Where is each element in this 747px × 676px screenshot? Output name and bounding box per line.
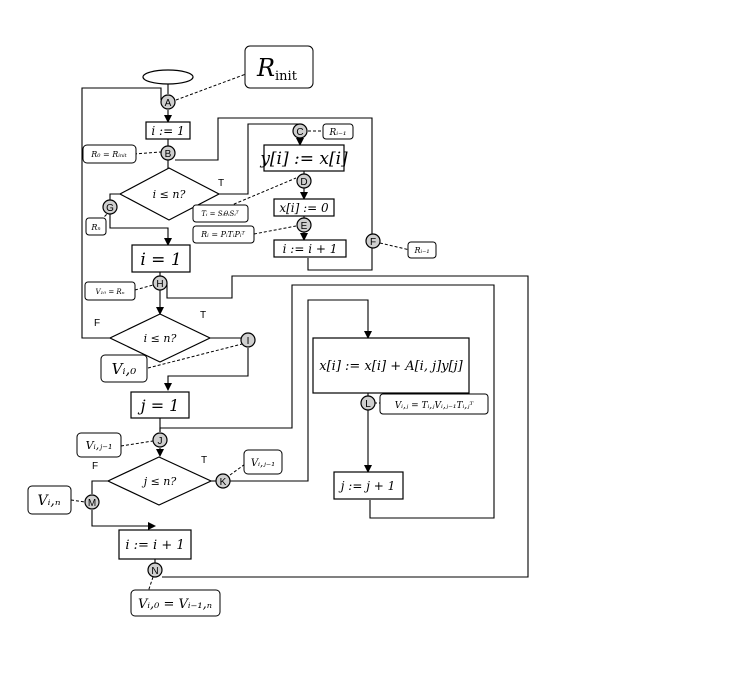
node-M: M bbox=[84, 494, 100, 510]
annot-rn-label: Rₙ bbox=[90, 223, 100, 232]
annot-r0-label: R₀ = Rᵢₙᵢₜ bbox=[90, 150, 127, 159]
box-j-assign: j = 1 bbox=[130, 391, 190, 419]
box-x-update: x[i] := x[i] + A[i, j]y[j] bbox=[312, 337, 470, 394]
x-update-label: x[i] := x[i] + A[i, j]y[j] bbox=[319, 359, 463, 374]
node-G: G bbox=[102, 199, 118, 215]
annotation-links bbox=[70, 73, 411, 593]
node-I: I bbox=[240, 332, 256, 348]
node-C: C bbox=[292, 123, 308, 139]
annot-ri1-c-label: Rᵢ₋₁ bbox=[329, 128, 347, 138]
j-assign-label: j = 1 bbox=[138, 396, 180, 415]
decision-i-le-n-1: i ≤ n? bbox=[118, 167, 221, 221]
box-i-assign-2: i = 1 bbox=[131, 244, 191, 273]
node-J: J bbox=[152, 432, 168, 448]
svg-text:K: K bbox=[220, 477, 227, 488]
annot-vi0-eq: Vᵢ,₀ = Vᵢ₋₁,ₙ bbox=[130, 589, 221, 617]
cond-i2-label: i ≤ n? bbox=[144, 332, 177, 345]
i-inc-1-label: i := i + 1 bbox=[283, 242, 338, 256]
annot-vin-label: Vᵢ,ₙ bbox=[37, 493, 60, 509]
cond-i1-label: i ≤ n? bbox=[153, 188, 186, 201]
i-inc-2-label: i := i + 1 bbox=[125, 538, 184, 553]
i-assign-1-label: i := 1 bbox=[151, 124, 184, 138]
decision-j-le-n: j ≤ n? bbox=[106, 456, 213, 506]
svg-text:J: J bbox=[158, 436, 163, 447]
svg-text:E: E bbox=[301, 221, 308, 232]
x-zero-label: x[i] := 0 bbox=[279, 201, 329, 215]
annot-vij: Vᵢ,ⱼ = Tᵢ,ⱼVᵢ,ⱼ₋₁Tᵢ,ⱼᵀ bbox=[379, 393, 489, 415]
annot-vij1-j: Vᵢ,ⱼ₋₁ bbox=[76, 432, 122, 458]
decision-i-le-n-2: i ≤ n? bbox=[108, 313, 212, 363]
node-H: H bbox=[152, 275, 168, 291]
node-D: D bbox=[296, 173, 312, 189]
annot-r0: R₀ = Rᵢₙᵢₜ bbox=[82, 144, 137, 164]
y-assign-label: y[i] := x[i] bbox=[259, 149, 348, 169]
false-label-2: F bbox=[92, 461, 98, 472]
true-label-3: T bbox=[201, 455, 207, 466]
annot-vi0-eq-label: Vᵢ,₀ = Vᵢ₋₁,ₙ bbox=[138, 597, 212, 612]
annot-vij1-k-label: Vᵢ,ⱼ₋₁ bbox=[251, 458, 275, 469]
box-i-inc-2: i := i + 1 bbox=[118, 529, 192, 560]
annot-vij1-k: Vᵢ,ⱼ₋₁ bbox=[243, 449, 283, 475]
true-label-2: T bbox=[200, 310, 206, 321]
svg-text:L: L bbox=[365, 399, 371, 410]
annot-vij-label: Vᵢ,ⱼ = Tᵢ,ⱼVᵢ,ⱼ₋₁Tᵢ,ⱼᵀ bbox=[395, 401, 475, 411]
annot-v10: V₁₀ = Rₙ bbox=[84, 281, 136, 301]
node-A: A bbox=[160, 94, 176, 110]
annot-ri1-f: Rᵢ₋₁ bbox=[407, 241, 437, 259]
rinit-subscript: init bbox=[275, 69, 298, 84]
node-F: F bbox=[365, 233, 381, 249]
svg-text:M: M bbox=[88, 498, 96, 509]
true-label-1: T bbox=[218, 178, 224, 189]
node-E: E bbox=[296, 217, 312, 233]
annot-vi0-label: Vᵢ,₀ bbox=[112, 360, 137, 378]
annot-ri: Rᵢ = PᵢTᵢPᵢᵀ bbox=[192, 225, 255, 244]
annot-ri-label: Rᵢ = PᵢTᵢPᵢᵀ bbox=[200, 230, 245, 239]
annot-v10-label: V₁₀ = Rₙ bbox=[95, 288, 124, 296]
node-K: K bbox=[215, 473, 231, 489]
connectors bbox=[81, 82, 529, 578]
j-inc-label: j := j + 1 bbox=[338, 479, 396, 493]
box-j-inc: j := j + 1 bbox=[333, 471, 404, 500]
svg-text:G: G bbox=[106, 203, 114, 214]
node-N: N bbox=[147, 562, 163, 578]
false-label-1: F bbox=[94, 318, 100, 329]
cond-j-label: j ≤ n? bbox=[141, 475, 177, 488]
node-B: B bbox=[160, 145, 176, 161]
svg-text:B: B bbox=[165, 149, 172, 160]
rinit-label: R bbox=[256, 54, 275, 82]
node-L: L bbox=[360, 395, 376, 411]
annot-vi0: Vᵢ,₀ bbox=[100, 354, 148, 383]
annot-ri1-f-label: Rᵢ₋₁ bbox=[413, 246, 429, 255]
svg-text:I: I bbox=[247, 336, 250, 347]
i-assign-2-label: i = 1 bbox=[140, 250, 181, 270]
box-i-inc-1: i := i + 1 bbox=[273, 239, 347, 258]
box-y-assign: y[i] := x[i] bbox=[259, 144, 348, 172]
rinit-label-box: R init bbox=[244, 45, 314, 89]
annot-rn: Rₙ bbox=[85, 217, 107, 236]
svg-text:N: N bbox=[151, 566, 158, 577]
box-x-zero: x[i] := 0 bbox=[273, 198, 335, 217]
svg-text:A: A bbox=[165, 98, 172, 109]
annot-ri1-c: Rᵢ₋₁ bbox=[322, 123, 354, 140]
annot-ti-label: Tᵢ = SᵢθᵢSᵢᵀ bbox=[201, 210, 239, 218]
box-i-assign-1: i := 1 bbox=[145, 121, 191, 140]
annot-ti: Tᵢ = SᵢθᵢSᵢᵀ bbox=[192, 204, 249, 223]
svg-text:D: D bbox=[300, 177, 307, 188]
svg-text:C: C bbox=[296, 127, 303, 138]
svg-text:H: H bbox=[156, 279, 163, 290]
svg-text:F: F bbox=[370, 237, 376, 248]
start-terminal bbox=[142, 69, 194, 85]
annot-vin: Vᵢ,ₙ bbox=[27, 485, 72, 515]
annot-vij1-j-label: Vᵢ,ⱼ₋₁ bbox=[86, 439, 113, 452]
